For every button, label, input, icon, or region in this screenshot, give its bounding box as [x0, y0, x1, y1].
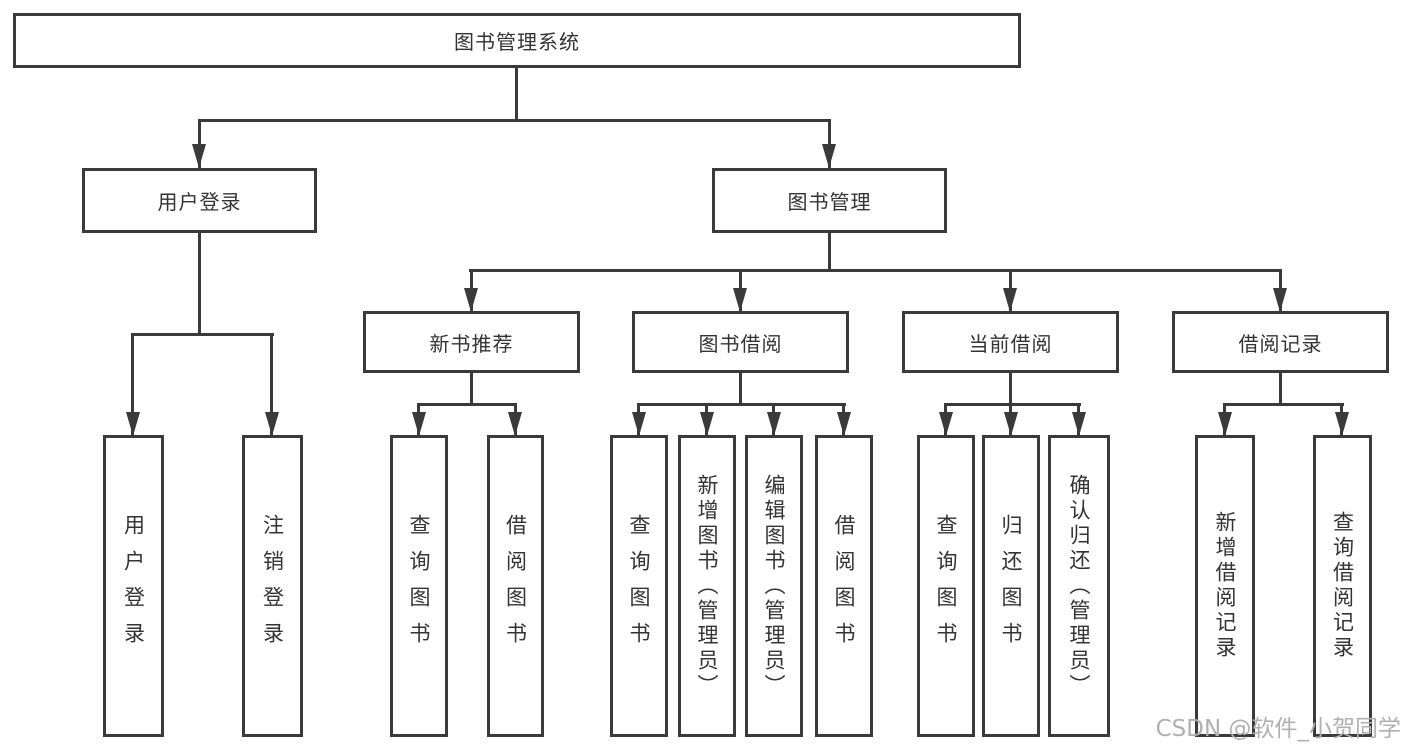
- connector-line: [198, 119, 201, 168]
- arrow-down-icon: [767, 412, 781, 436]
- leaf-label: 新增借阅记录: [1213, 511, 1237, 661]
- node-borrowing-records: 借阅记录: [1172, 311, 1389, 373]
- leaf-label: 确认归还（管理员）: [1067, 473, 1091, 699]
- leaf-label: 查询图书: [627, 514, 651, 658]
- leaf-label: 新增图书（管理员）: [695, 473, 719, 699]
- arrow-down-icon: [265, 412, 279, 436]
- arrow-down-icon: [126, 412, 140, 436]
- node-label: 用户登录: [157, 190, 242, 214]
- arrow-down-icon: [822, 144, 836, 168]
- node-label: 图书管理: [787, 190, 872, 214]
- node-label: 图书管理系统: [454, 30, 580, 54]
- node-user-login: 用户登录: [82, 168, 317, 233]
- leaf-label: 借阅图书: [503, 514, 528, 658]
- leaf-label: 编辑图书（管理员）: [762, 473, 786, 699]
- node-book-borrowing: 图书借阅: [632, 311, 849, 373]
- arrow-down-icon: [1273, 288, 1287, 312]
- leaf-return-books: 归还图书: [982, 435, 1040, 737]
- connector-line: [828, 119, 831, 168]
- connector-line: [828, 233, 831, 271]
- arrow-down-icon: [412, 412, 426, 436]
- leaf-label: 查询借阅记录: [1330, 511, 1355, 661]
- arrow-down-icon: [1218, 412, 1232, 436]
- leaf-confirm-return-admin: 确认归还（管理员）: [1048, 435, 1110, 737]
- node-new-book-recommendation: 新书推荐: [363, 311, 580, 373]
- leaf-user-login: 用户登录: [103, 435, 164, 737]
- leaf-query-books-borrowing: 查询图书: [610, 435, 668, 737]
- arrow-down-icon: [1072, 412, 1086, 436]
- node-current-borrowing: 当前借阅: [902, 311, 1119, 373]
- leaf-borrow-books: 借阅图书: [815, 435, 873, 737]
- connector-line: [131, 333, 274, 336]
- leaf-label: 查询图书: [407, 514, 431, 658]
- arrow-down-icon: [1335, 412, 1349, 436]
- node-library-management-system: 图书管理系统: [13, 13, 1021, 68]
- connector-line: [739, 373, 742, 405]
- connector-line: [637, 403, 846, 406]
- leaf-label: 借阅图书: [832, 514, 856, 658]
- connector-line: [198, 119, 831, 122]
- leaf-borrow-books-recommendation: 借阅图书: [487, 435, 544, 737]
- leaf-label: 用户登录: [121, 514, 146, 658]
- arrow-down-icon: [632, 412, 646, 436]
- node-book-management: 图书管理: [712, 168, 947, 233]
- leaf-query-books-current: 查询图书: [917, 435, 975, 737]
- leaf-query-books-recommendation: 查询图书: [390, 435, 448, 737]
- arrow-down-icon: [939, 412, 953, 436]
- leaf-logout: 注销登录: [242, 435, 303, 737]
- leaf-label: 查询图书: [934, 514, 958, 658]
- node-label: 当前借阅: [968, 331, 1053, 356]
- connector-line: [944, 403, 1081, 406]
- arrow-down-icon: [1003, 288, 1017, 312]
- arrow-down-icon: [1004, 412, 1018, 436]
- connector-line: [515, 68, 518, 121]
- arrow-down-icon: [192, 144, 206, 168]
- connector-line: [417, 403, 517, 406]
- arrow-down-icon: [508, 412, 522, 436]
- arrow-down-icon: [837, 412, 851, 436]
- leaf-add-book-admin: 新增图书（管理员）: [678, 435, 736, 737]
- connector-line: [198, 233, 201, 335]
- node-label: 图书借阅: [698, 331, 783, 356]
- leaf-label: 归还图书: [999, 514, 1023, 658]
- leaf-label: 注销登录: [260, 514, 285, 658]
- connector-line: [469, 269, 1282, 272]
- leaf-add-borrow-record: 新增借阅记录: [1195, 435, 1255, 737]
- connector-line: [1009, 373, 1012, 405]
- arrow-down-icon: [464, 288, 478, 312]
- leaf-edit-book-admin: 编辑图书（管理员）: [745, 435, 803, 737]
- connector-line: [270, 333, 273, 436]
- connector-line: [1223, 403, 1344, 406]
- arrow-down-icon: [700, 412, 714, 436]
- arrow-down-icon: [733, 288, 747, 312]
- connector-line: [131, 333, 134, 436]
- csdn-watermark: CSDN @软件_小贺同学: [1155, 716, 1401, 742]
- connector-line: [470, 373, 473, 405]
- connector-line: [1279, 373, 1282, 405]
- node-label: 新书推荐: [429, 331, 514, 356]
- leaf-query-borrow-record: 查询借阅记录: [1313, 435, 1372, 737]
- node-label: 借阅记录: [1238, 331, 1323, 356]
